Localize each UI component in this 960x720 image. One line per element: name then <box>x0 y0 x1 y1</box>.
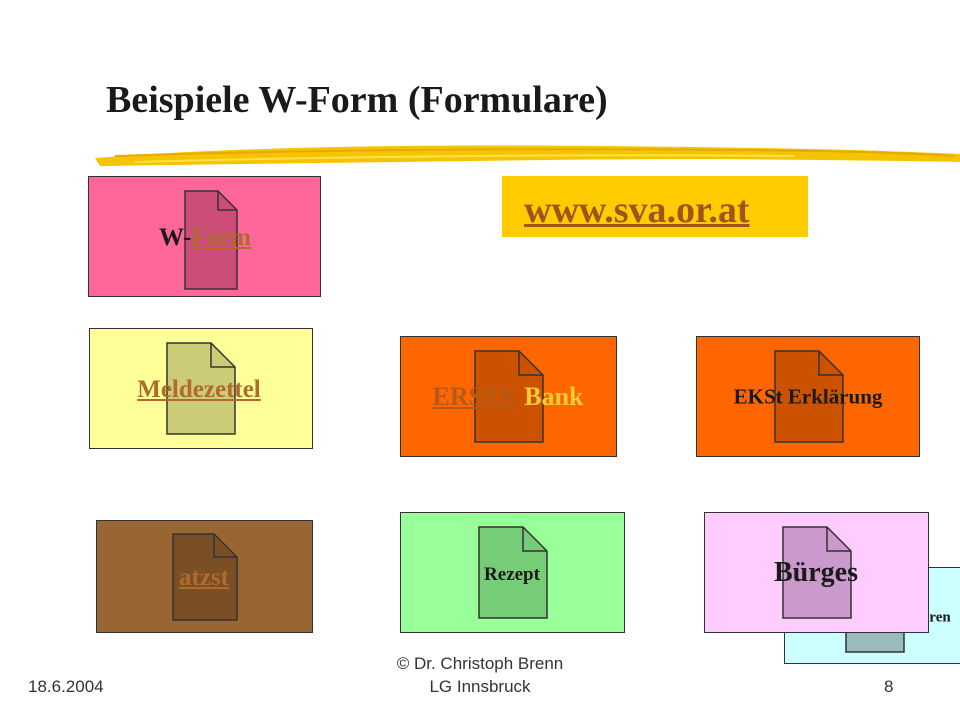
tile-w-form-label: W-Form <box>158 224 252 251</box>
document-icon <box>478 526 548 619</box>
tile-satzst-label: atzst <box>179 564 229 592</box>
document-icon <box>474 350 544 443</box>
document-icon <box>774 350 844 443</box>
tile-rezept-label: Rezept <box>484 564 540 585</box>
tile-meldezettel-label: Meldezettel <box>137 376 261 404</box>
footer-author: © Dr. Christoph Brenn <box>396 654 564 673</box>
form-link[interactable]: Form <box>191 224 252 251</box>
tile-behind-label: ren <box>929 609 951 626</box>
document-icon <box>166 342 236 435</box>
document-icon <box>184 190 238 290</box>
tile-erste-bank-label: ERSTE Bank <box>432 382 584 411</box>
tile-ekst-label: EKSt Erklärung <box>733 384 883 409</box>
tile-buerges-label: Bürges <box>774 557 858 588</box>
url-box: www.sva.or.at <box>502 176 808 237</box>
document-icon <box>782 526 852 619</box>
document-icon <box>172 533 238 621</box>
erste-link[interactable]: ERSTE <box>432 382 518 411</box>
slide-title: Beispiele W-Form (Formulare) <box>106 79 608 121</box>
footer-date: 18.6.2004 <box>28 677 104 696</box>
meldezettel-link[interactable]: Meldezettel <box>137 376 261 403</box>
satzst-link[interactable]: atzst <box>179 564 229 591</box>
page-number: 8 <box>884 677 894 696</box>
sva-link[interactable]: www.sva.or.at <box>524 189 750 231</box>
title-underline-stroke <box>95 145 960 166</box>
footer-org: LG Innsbruck <box>429 677 531 696</box>
